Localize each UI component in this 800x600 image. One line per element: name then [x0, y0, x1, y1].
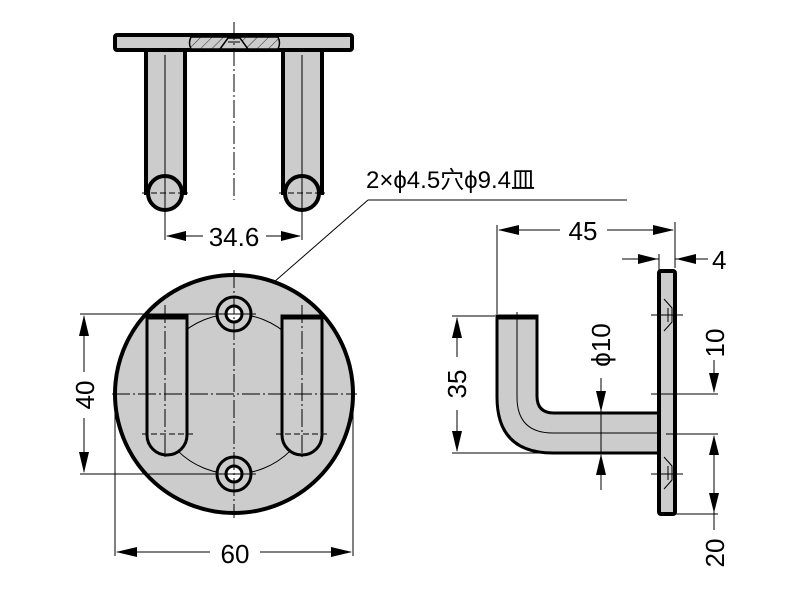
dim-arrow [653, 225, 674, 235]
dim-plate-thickness: 4 [712, 245, 726, 275]
dim-rod-to-bottom: 20 [700, 539, 730, 568]
dim-arrow [452, 317, 462, 338]
lower-countersink-side [663, 456, 673, 490]
dim-arrow [166, 231, 186, 241]
dim-arrow [452, 431, 462, 452]
dim-arrow [79, 452, 89, 473]
dim-arrow [331, 547, 352, 557]
dim-arrow [116, 547, 137, 557]
dim-hole-spacing: 40 [70, 381, 100, 410]
dim-arrow [709, 493, 719, 513]
dim-arrow [498, 225, 519, 235]
hook-rod [495, 314, 662, 455]
hook-centerline [516, 312, 660, 434]
front-view: 40 60 [70, 270, 357, 569]
dim-arrow [596, 391, 606, 412]
dim-arrow [709, 435, 719, 455]
dim-arrow [638, 254, 658, 264]
dim-arrow [281, 231, 301, 241]
wall-plate-side [657, 269, 677, 516]
dim-plate-diameter: 60 [221, 539, 250, 569]
dim-post-spacing: 34.6 [209, 222, 260, 252]
dim-arrow [709, 373, 719, 393]
dim-arrow [79, 315, 89, 336]
dim-hook-height: 35 [442, 370, 472, 399]
dim-hole-offset: 10 [700, 329, 730, 358]
dim-projection: 45 [569, 216, 598, 246]
dim-rod-diameter: ϕ10 [586, 323, 616, 366]
top-view: 34.6 [113, 22, 354, 252]
hole-callout-text: 2×ϕ4.5穴ϕ9.4皿 [366, 167, 535, 194]
side-view: 45 4 35 ϕ10 10 20 [442, 216, 730, 567]
left-slot [145, 314, 189, 457]
dim-arrow [676, 254, 696, 264]
hole-callout: 2×ϕ4.5穴ϕ9.4皿 [244, 167, 627, 309]
dim-arrow [596, 454, 606, 475]
